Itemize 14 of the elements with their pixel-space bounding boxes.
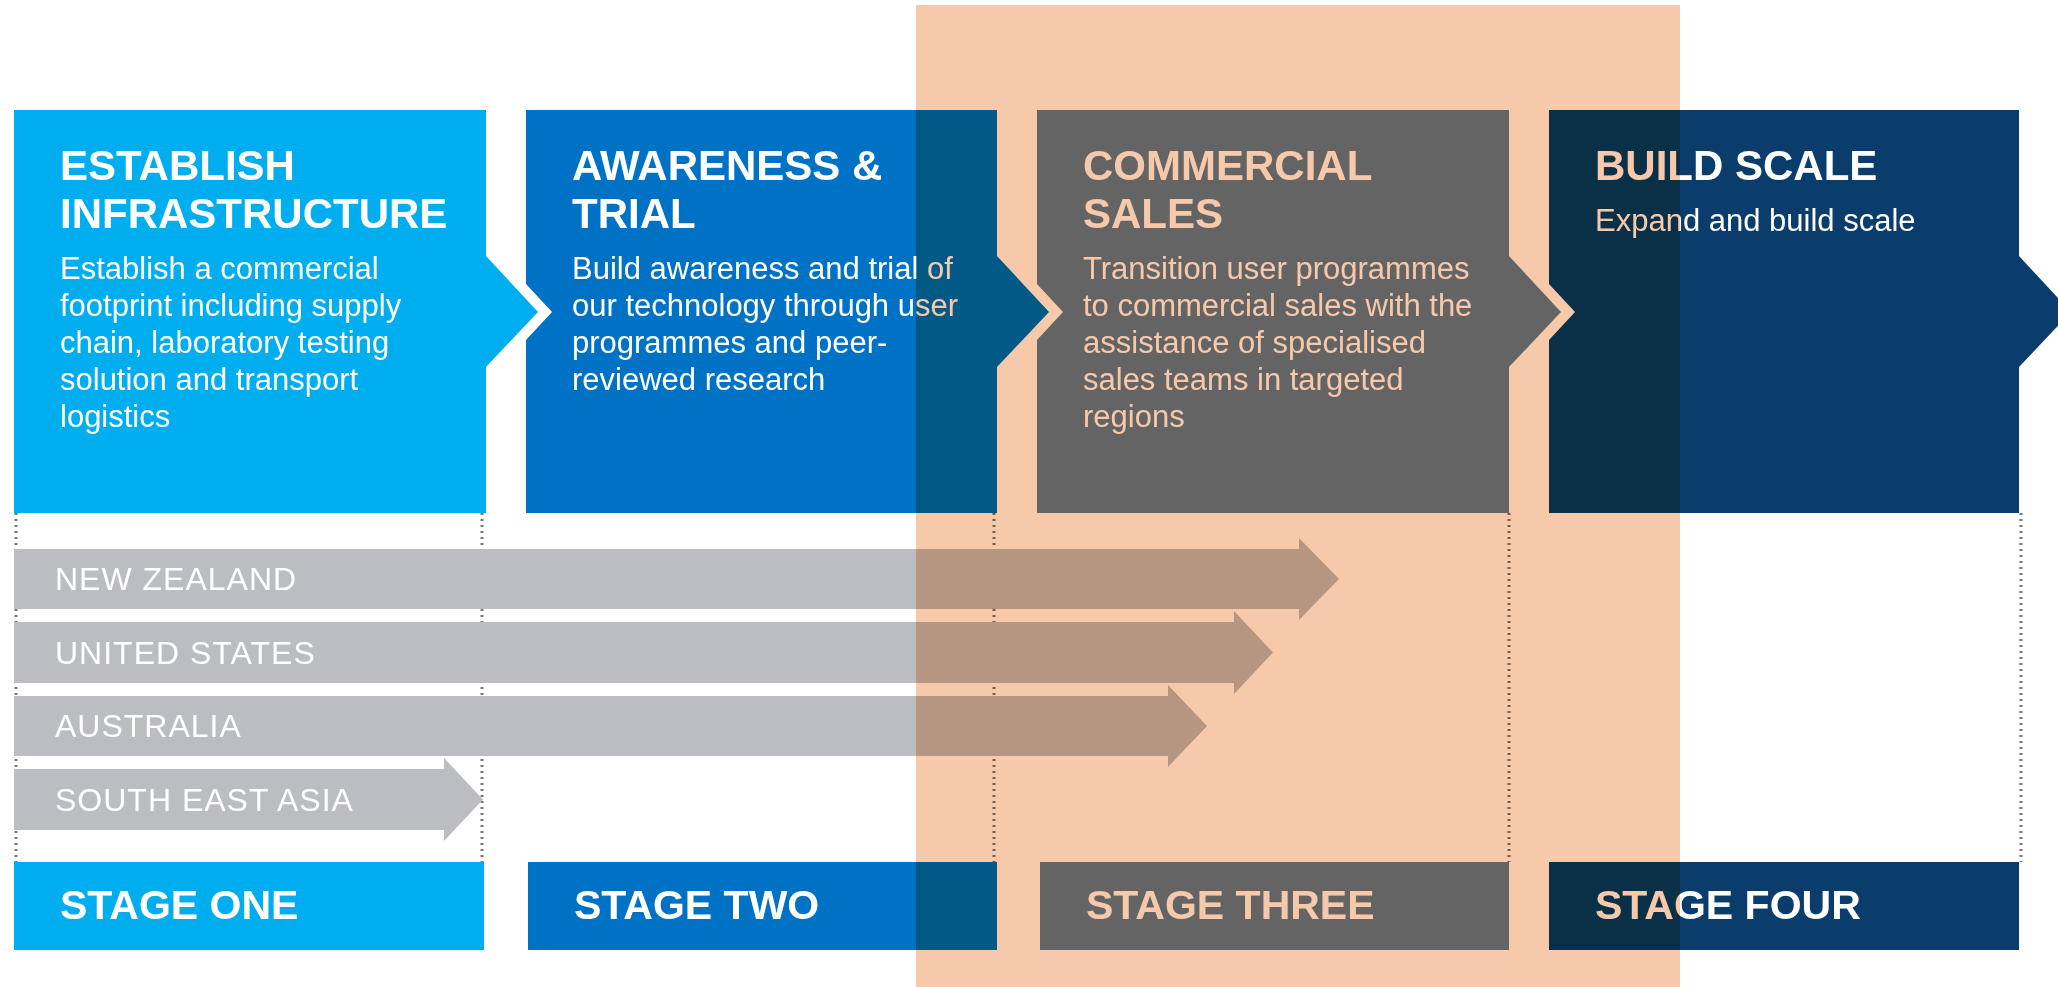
- stage-title: BUILD SCALE: [1595, 142, 1879, 190]
- country-label: SOUTH EAST ASIA: [55, 780, 354, 820]
- stage-title: COMMERCIAL SALES: [1083, 142, 1373, 238]
- stage-description: Build awareness and trial of our technology through user programmes and peer-reviewed research: [572, 250, 960, 398]
- stage-bar: STAGE ONE: [14, 862, 484, 950]
- country-label: UNITED STATES: [55, 633, 316, 673]
- country-label: AUSTRALIA: [55, 707, 242, 746]
- stage-description: Transition user programmes to commercial sales with the assistance of specialised sales teams in targeted regions: [1083, 250, 1474, 435]
- region-timeline-bar: [14, 758, 483, 841]
- stage-title: ESTABLISH INFRASTRUCTURE: [60, 142, 449, 238]
- stage-description: Expand and build scale: [1595, 202, 1917, 239]
- country-label: NEW ZEALAND: [55, 560, 298, 599]
- stage-description: Establish a commercial footprint including supply chain, laboratory testing solution and transport logistics: [60, 250, 403, 435]
- stage-title: AWARENESS & TRIAL: [572, 142, 884, 238]
